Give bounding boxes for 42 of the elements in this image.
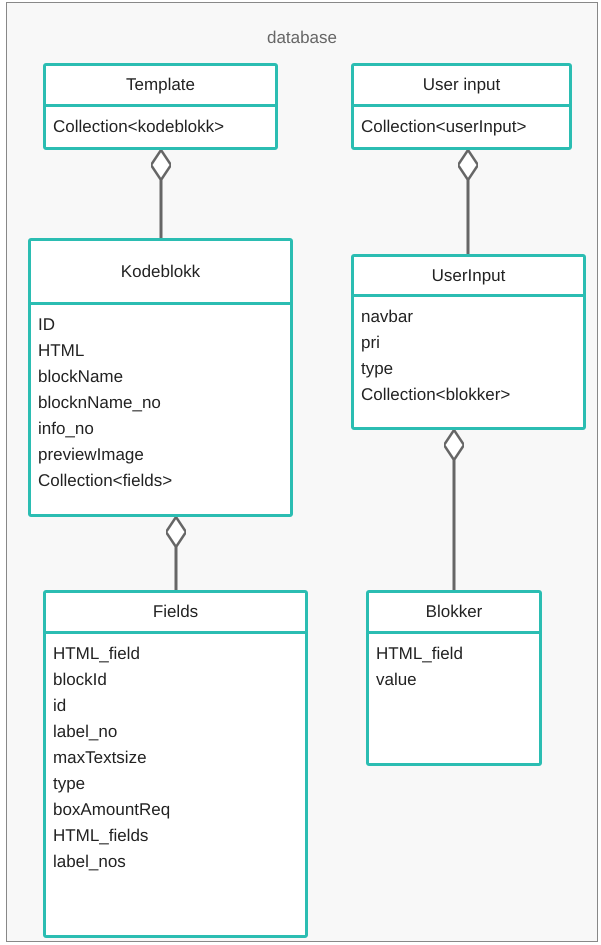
class-name: Kodeblokk: [120, 260, 200, 283]
frame: [6, 2, 598, 942]
class-attribute: blockName: [38, 366, 124, 388]
class-box: [28, 238, 293, 517]
class-name: Fields: [152, 601, 198, 624]
class-name: User input: [422, 74, 500, 96]
class-attribute: blockId: [53, 669, 107, 691]
aggregation-connector: [456, 148, 480, 254]
class-attribute: HTML_fields: [53, 825, 148, 847]
class-attribute: label_nos: [53, 851, 126, 873]
frame-title: database: [267, 27, 337, 49]
class-attribute: id: [53, 695, 66, 717]
class-attribute: label_no: [53, 721, 118, 743]
class-attribute: ID: [38, 314, 55, 336]
class-attribute: info_no: [38, 418, 94, 440]
aggregation-connector: [164, 516, 188, 590]
class-name: Template: [126, 74, 195, 96]
class-attribute: Collection<blokker>: [361, 384, 510, 406]
class-attribute: type: [53, 773, 86, 795]
aggregation-connector: [442, 428, 466, 590]
class-attribute: Collection<userInput>: [361, 116, 526, 138]
class-attribute: HTML_field: [53, 643, 140, 665]
class-attribute: Collection<kodeblokk>: [53, 116, 224, 138]
class-attribute: Collection<fields>: [38, 470, 172, 492]
class-name: Blokker: [426, 601, 482, 624]
aggregation-connector: [150, 148, 172, 238]
class-box: [43, 63, 278, 150]
class-attribute: HTML_field: [376, 643, 463, 665]
class-attribute: blocknName_no: [38, 392, 161, 414]
class-attribute: pri: [361, 332, 380, 354]
class-box: [43, 590, 308, 938]
class-attribute: value: [376, 669, 417, 691]
class-attribute: maxTextsize: [53, 747, 147, 769]
class-attribute: HTML: [38, 340, 84, 362]
class-box: [351, 63, 572, 150]
class-attribute: boxAmountReq: [53, 799, 170, 821]
class-box: [351, 254, 586, 430]
class-attribute: navbar: [361, 306, 413, 328]
class-attribute: previewImage: [38, 444, 144, 466]
class-name: UserInput: [432, 264, 506, 287]
class-box: [366, 590, 542, 766]
class-attribute: type: [361, 358, 394, 380]
